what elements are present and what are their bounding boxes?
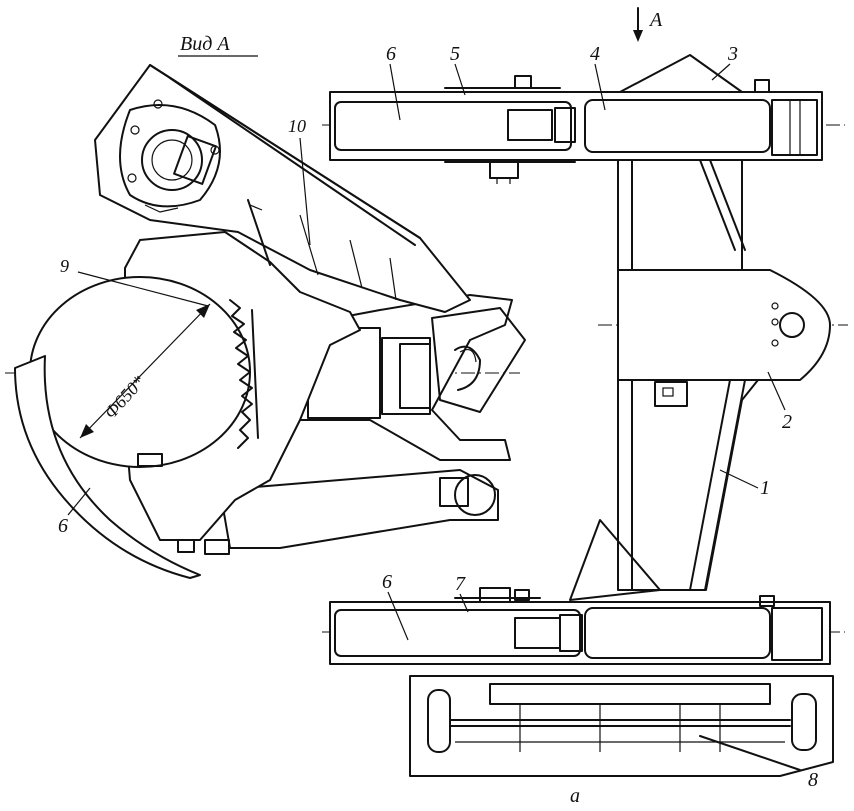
view-arrow-head [633,30,643,42]
label-7: 7 [455,573,466,595]
label-6-bottom: 6 [382,571,392,593]
support-arm [175,294,526,555]
label-4: 4 [590,43,600,65]
bottom-frame [409,675,834,777]
label-9: 9 [60,256,69,276]
label-1: 1 [760,477,770,499]
top-cylinder-assembly [329,54,823,184]
label-8: 8 [808,769,818,791]
view-arrow-label: А [648,9,663,31]
view-title: Вид А [180,33,230,55]
conveyor-section [94,64,471,313]
label-6-top: 6 [386,43,396,65]
label-2: 2 [782,411,792,433]
cutting-drum [29,231,361,541]
label-6-left: 6 [58,515,68,537]
bottom-cylinder-assembly [329,587,831,665]
guard-shield [14,355,201,579]
main-frame [569,159,759,601]
label-5: 5 [450,43,460,65]
label-3: 3 [727,43,738,65]
label-10: 10 [288,116,306,136]
figure-letter: а [570,785,580,807]
bracket-plate [617,269,831,407]
